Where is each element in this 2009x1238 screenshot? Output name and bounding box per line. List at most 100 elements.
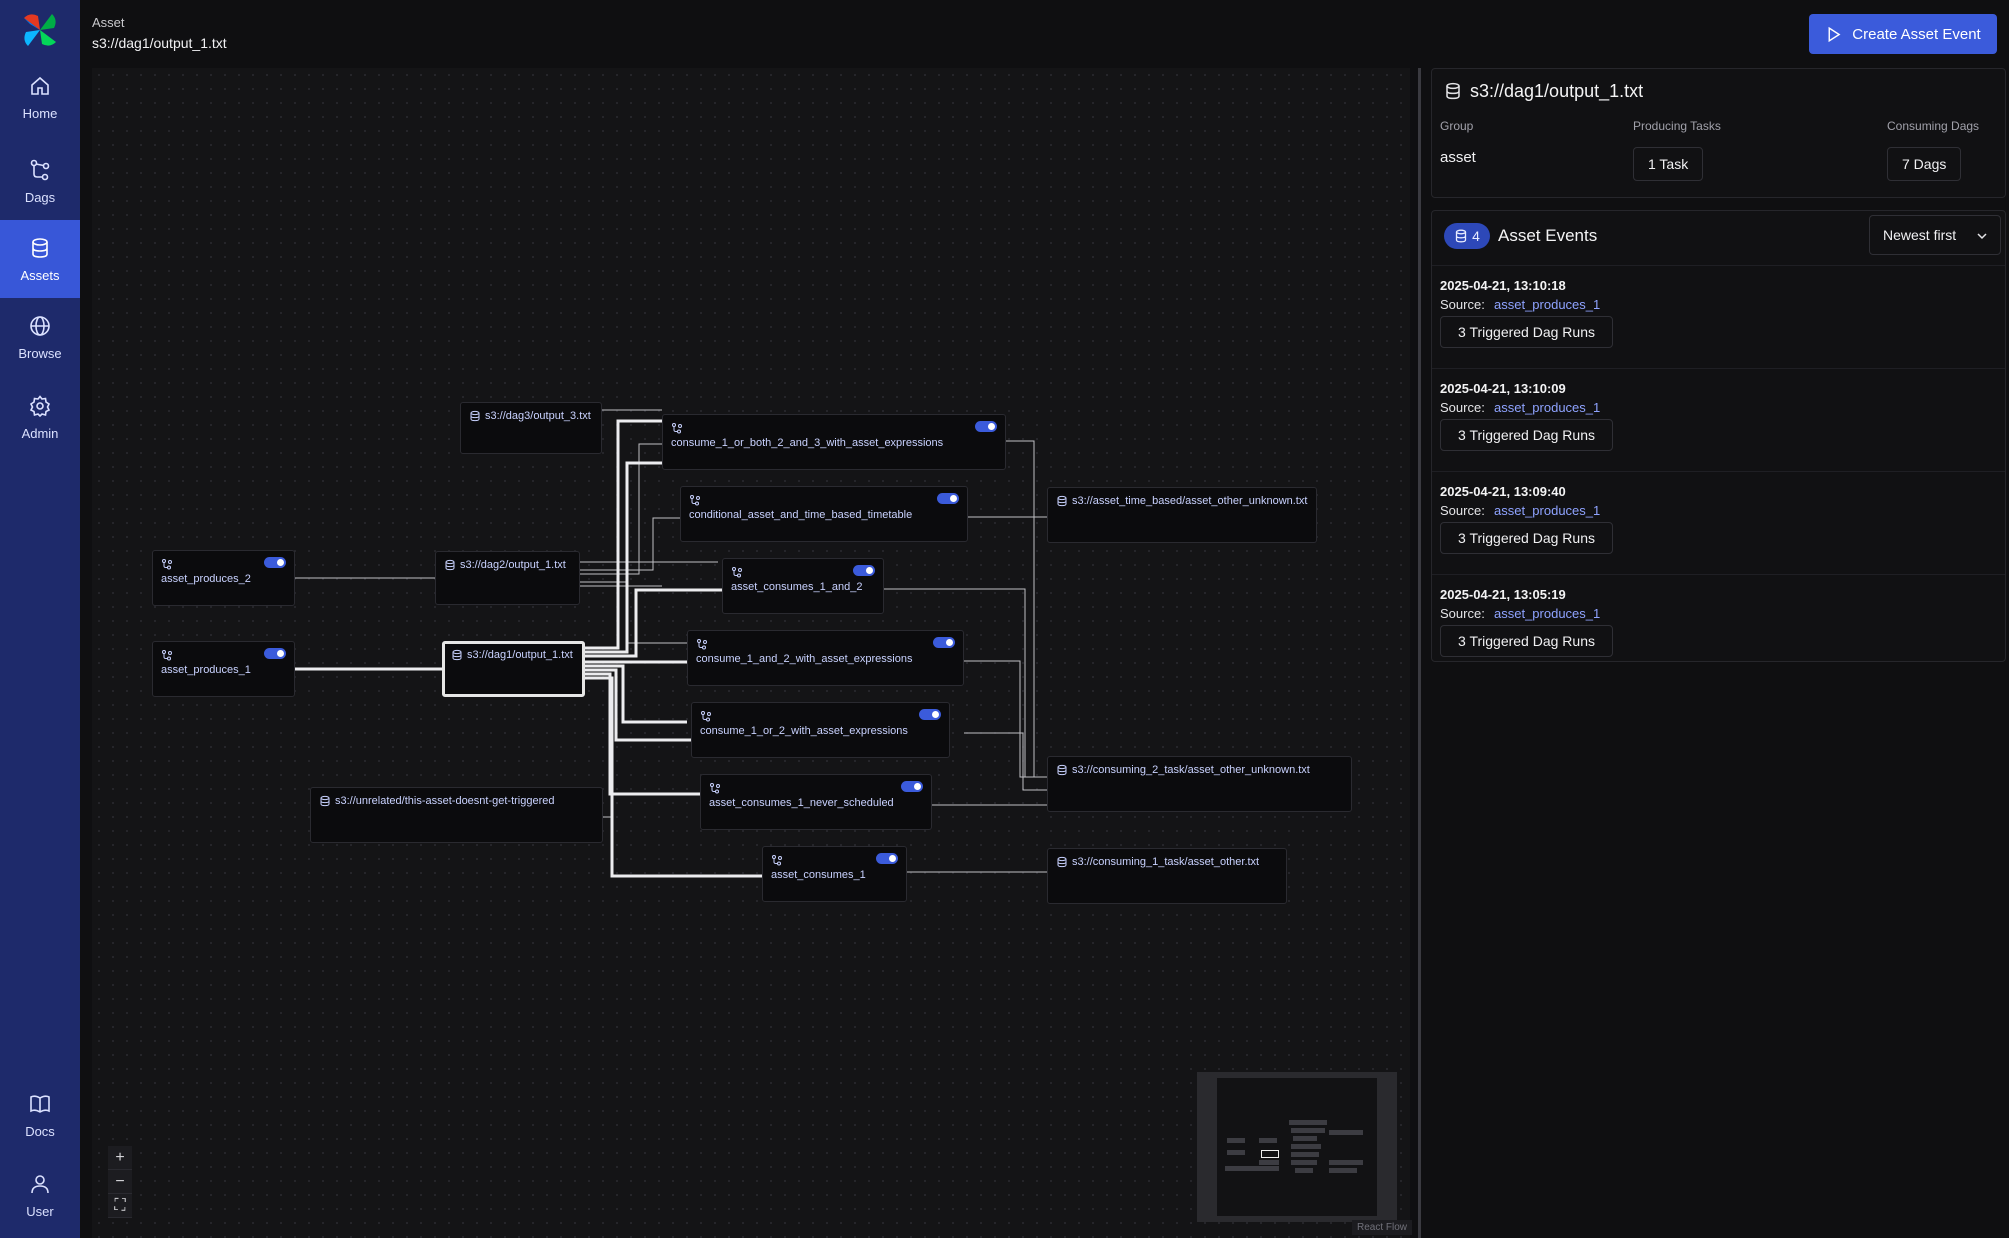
producing-tasks-label: Producing Tasks [1633,119,1721,133]
dags-icon [30,159,50,180]
minimap[interactable] [1197,1072,1397,1222]
asset-event-item: 2025-04-21, 13:05:19 Source: asset_produ… [1432,574,2005,677]
react-flow-attribution[interactable]: React Flow [1352,1220,1413,1235]
node-label: asset_consumes_1_never_scheduled [709,797,894,809]
create-asset-event-label: Create Asset Event [1852,25,1981,43]
node-label: asset_consumes_1 [771,869,866,881]
database-icon [452,649,462,661]
panel-resize-handle[interactable] [1418,68,1421,1238]
edge [582,419,662,650]
fit-view-button[interactable]: ⛶ [108,1194,132,1218]
asset-event-item: 2025-04-21, 13:09:40 Source: asset_produ… [1432,471,2005,574]
asset-node[interactable]: s3://dag2/output_1.txt [435,551,580,605]
edge [582,664,687,724]
sidebar-item-label: Admin [21,425,59,441]
dag-node[interactable]: asset_produces_2 [152,550,295,606]
asset-details-panel: s3://dag1/output_1.txt Group asset Produ… [1421,68,2009,1238]
breadcrumb[interactable]: Asset [92,15,125,30]
dag-node[interactable]: consume_1_or_both_2_and_3_with_asset_exp… [662,414,1006,470]
event-source-label: Source: [1440,503,1485,518]
node-label: conditional_asset_and_time_based_timetab… [689,509,913,521]
sidebar-item-home[interactable]: Home [0,58,80,136]
node-label: asset_produces_1 [161,664,251,676]
dag-icon [162,650,172,661]
home-icon [31,76,49,95]
triggered-dag-runs-button[interactable]: 3 Triggered Dag Runs [1440,625,1613,657]
sidebar-item-docs[interactable]: Docs [0,1076,80,1154]
play-icon [1828,26,1841,42]
consuming-dags-button[interactable]: 7 Dags [1887,147,1962,181]
event-timestamp: 2025-04-21, 13:10:18 [1440,278,1566,293]
dag-node[interactable]: consume_1_or_2_with_asset_expressions [691,702,950,758]
sidebar-item-dags[interactable]: Dags [0,142,80,220]
triggered-dag-runs-button[interactable]: 3 Triggered Dag Runs [1440,522,1613,554]
node-label: s3://dag2/output_1.txt [460,559,566,571]
node-label: s3://dag3/output_3.txt [485,410,591,422]
asset-graph-canvas[interactable]: s3://dag3/output_3.txt s3://dag2/output_… [92,68,1410,1238]
dag-pause-toggle[interactable] [937,493,959,504]
chevron-down-icon [1977,233,1987,240]
database-icon [1057,856,1067,868]
triggered-dag-runs-button[interactable]: 3 Triggered Dag Runs [1440,419,1613,451]
database-icon [1455,229,1467,243]
sidebar-item-label: Docs [25,1123,55,1139]
sort-order-select[interactable]: Newest first [1869,215,2001,255]
zoom-in-button[interactable]: + [108,1146,132,1170]
airflow-logo[interactable] [20,10,60,50]
dag-pause-toggle[interactable] [975,421,997,432]
asset-events-header: 4 Asset Events Newest first [1432,211,2005,269]
asset-node[interactable]: s3://dag3/output_3.txt [460,402,602,454]
sidebar-item-user[interactable]: User [0,1156,80,1234]
triggered-dag-runs-button[interactable]: 3 Triggered Dag Runs [1440,316,1613,348]
dag-pause-toggle[interactable] [264,557,286,568]
edge [582,668,691,742]
dag-node[interactable]: asset_consumes_1 [762,846,907,902]
dag-pause-toggle[interactable] [853,565,875,576]
database-icon [445,559,455,571]
edge [582,588,724,658]
dag-pause-toggle[interactable] [264,648,286,659]
edge [582,672,702,796]
dag-node[interactable]: asset_consumes_1_and_2 [722,558,884,614]
assets-icon [32,237,48,258]
producing-tasks-button[interactable]: 1 Task [1633,147,1704,181]
database-icon [470,410,480,422]
dag-icon [672,423,682,434]
dag-pause-toggle[interactable] [901,781,923,792]
node-label: consume_1_or_2_with_asset_expressions [700,725,908,737]
asset-node[interactable]: s3://asset_time_based/asset_other_unknow… [1047,487,1317,543]
dag-node[interactable]: asset_consumes_1_never_scheduled [700,774,932,830]
group-value: asset [1440,149,1476,166]
dag-icon [732,567,742,578]
sidebar-item-browse[interactable]: Browse [0,298,80,376]
asset-node[interactable]: s3://consuming_2_task/asset_other_unknow… [1047,756,1352,812]
dag-pause-toggle[interactable] [919,709,941,720]
dag-node[interactable]: asset_produces_1 [152,641,295,697]
event-source-link[interactable]: asset_produces_1 [1494,503,1601,518]
minimap-viewport [1217,1078,1377,1216]
sidebar-item-assets[interactable]: Assets [0,220,80,298]
zoom-out-button[interactable]: − [108,1170,132,1194]
user-icon [31,1174,49,1193]
dag-icon [697,639,707,650]
node-label: s3://consuming_2_task/asset_other_unknow… [1072,764,1310,776]
node-label: s3://unrelated/this-asset-doesnt-get-tri… [335,795,555,807]
event-source-link[interactable]: asset_produces_1 [1494,297,1601,312]
asset-node[interactable]: s3://consuming_1_task/asset_other.txt [1047,848,1287,904]
consuming-dags-label: Consuming Dags [1887,119,1980,133]
dag-pause-toggle[interactable] [876,853,898,864]
event-source-link[interactable]: asset_produces_1 [1494,400,1601,415]
dag-pause-toggle[interactable] [933,637,955,648]
selected-asset-node[interactable]: s3://dag1/output_1.txt [442,641,585,697]
page-header: Asset s3://dag1/output_1.txt Create Asse… [80,0,2009,66]
dag-node[interactable]: consume_1_and_2_with_asset_expressions [687,630,964,686]
dag-node[interactable]: conditional_asset_and_time_based_timetab… [680,486,968,542]
asset-title: s3://dag1/output_1.txt [1470,81,1644,101]
sidebar-item-label: Dags [24,189,56,205]
book-icon [30,1094,50,1113]
create-asset-event-button[interactable]: Create Asset Event [1809,14,1997,54]
asset-node[interactable]: s3://unrelated/this-asset-doesnt-get-tri… [310,787,603,843]
asset-events-card: 4 Asset Events Newest first 2025-04-21, … [1431,210,2006,662]
event-source-link[interactable]: asset_produces_1 [1494,606,1601,621]
sidebar-item-admin[interactable]: Admin [0,378,80,456]
